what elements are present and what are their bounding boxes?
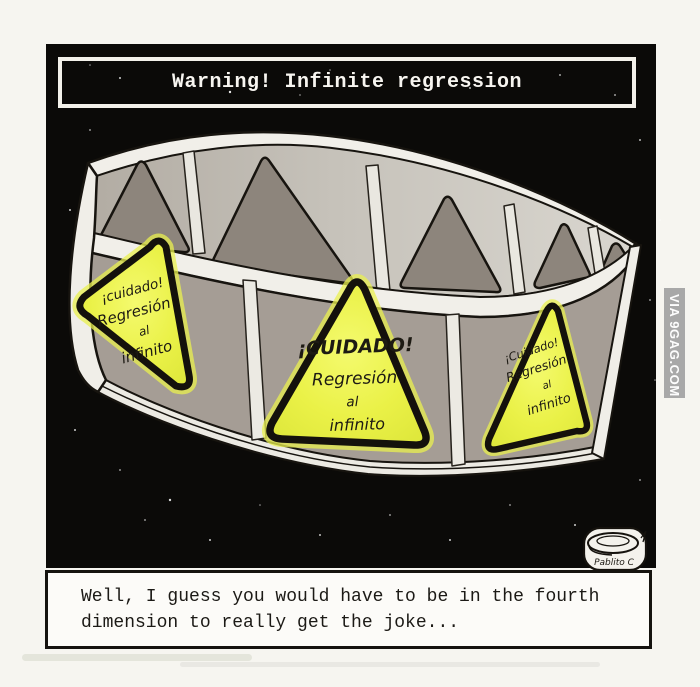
sign-line: al — [137, 323, 152, 339]
sign-border — [76, 237, 193, 391]
back-triangle — [399, 195, 502, 294]
caption-line-2: dimension to really get the joke... — [81, 613, 460, 633]
front-divider — [445, 313, 466, 467]
warning-band-drawing: ¡cuidado! Regresión al infinito ¡CUIDADO… — [68, 130, 642, 478]
caption-line-1: Well, I guess you would have to be in th… — [81, 587, 600, 607]
sign-text: ¡CUIDADO! Regresión al infinito — [297, 334, 414, 435]
sign-border — [484, 302, 591, 453]
watermark-text: VIA 9GAG.COM — [667, 294, 682, 397]
warning-sign-center: ¡CUIDADO! Regresión al infinito — [262, 274, 434, 454]
sign-border — [266, 278, 430, 449]
title-text: Warning! Infinite regression — [171, 71, 523, 94]
warning-sign-left: ¡cuidado! Regresión al infinito — [72, 233, 197, 395]
band-right-edge — [591, 244, 642, 460]
band-bottom-line — [101, 385, 602, 470]
sign-line: infinito — [329, 414, 385, 435]
signature-text: Pablito C — [594, 558, 635, 568]
warning-sign-right: ¡Cuidado! Regresión al infinito — [481, 299, 594, 456]
band-left-edge — [68, 161, 108, 394]
sign-line: al — [346, 394, 359, 410]
sign-line: al — [541, 379, 553, 392]
sign-line: Regresión — [312, 368, 398, 391]
scan-smudge — [180, 662, 600, 667]
scan-smudge — [22, 654, 252, 661]
star-speckles — [69, 59, 661, 546]
sign-line: ¡CUIDADO! — [297, 334, 414, 360]
title-box: Warning! Infinite regression — [58, 57, 636, 108]
watermark-badge: VIA 9GAG.COM — [664, 288, 685, 398]
artist-signature: Pablito C — [582, 526, 648, 572]
front-dividers — [242, 279, 466, 467]
back-divider — [503, 203, 526, 295]
back-triangles — [97, 156, 632, 294]
caption-box: Well, I guess you would have to be in th… — [45, 570, 652, 649]
back-divider — [182, 150, 206, 255]
